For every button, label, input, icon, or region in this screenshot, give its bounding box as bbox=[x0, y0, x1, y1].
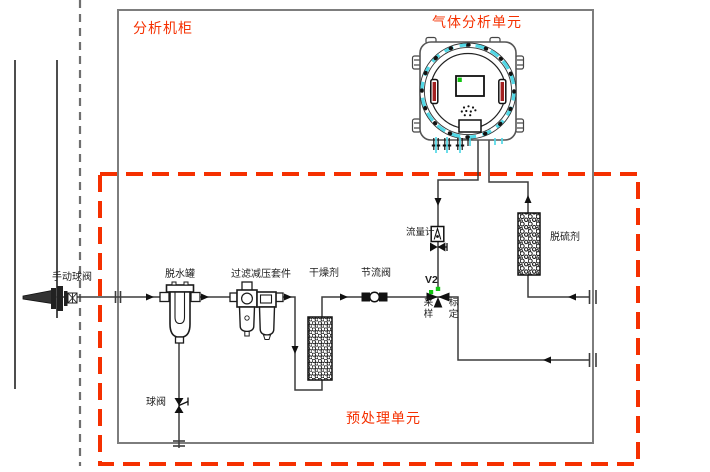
sampling-label: 采样 bbox=[421, 297, 433, 320]
pipe-analyzer-outlet bbox=[488, 140, 529, 213]
bulkhead-fittings bbox=[114, 290, 597, 447]
analyzer-name-plate bbox=[458, 119, 482, 133]
flow-arrow bbox=[201, 293, 209, 301]
dehydration-tank-label: 脱水罐 bbox=[165, 269, 195, 280]
v2-valve-label: V2 bbox=[425, 274, 438, 286]
flow-arrow bbox=[543, 356, 551, 364]
pipe-desulfurizer-out bbox=[527, 275, 590, 298]
flow-arrow bbox=[340, 293, 348, 301]
flow-meter bbox=[430, 225, 445, 243]
gas-analysis-unit-label: 气体分析单元 bbox=[432, 14, 522, 30]
flow-arrow bbox=[434, 198, 442, 206]
calibration-label: 标定 bbox=[446, 297, 458, 320]
bulkhead-fitting bbox=[588, 290, 597, 304]
gas-analyzer-device bbox=[411, 36, 525, 153]
sample-probe bbox=[22, 286, 78, 311]
pretreatment-unit-label: 预处理单元 bbox=[346, 410, 421, 426]
drain-ball-valve bbox=[174, 397, 189, 413]
needle-valve bbox=[430, 242, 448, 252]
throttle-valve-label: 节流阀 bbox=[361, 268, 391, 279]
pretreatment-unit-border bbox=[98, 172, 640, 466]
flow-arrow bbox=[291, 346, 299, 354]
desiccant-label: 干燥剂 bbox=[309, 268, 339, 279]
analyzer-speaker-dots bbox=[460, 105, 477, 117]
dehydration-tank bbox=[159, 281, 201, 344]
analyzer-display bbox=[455, 75, 485, 97]
pipe-analyzer-inlet bbox=[437, 140, 479, 290]
desulfurizer-label: 脱硫剂 bbox=[550, 232, 580, 243]
bulkhead-fitting bbox=[114, 291, 122, 303]
desulfurizer-column bbox=[517, 212, 541, 276]
analyzer-cable-glands bbox=[431, 137, 503, 153]
flow-arrow bbox=[146, 293, 154, 301]
cabinet-label: 分析机柜 bbox=[133, 20, 193, 36]
drain-ball-valve-label: 球阀 bbox=[146, 397, 166, 408]
stack-wall-lines bbox=[14, 60, 58, 389]
analyzer-ring-bolts bbox=[420, 43, 516, 139]
pipe-desiccant-out bbox=[321, 296, 590, 361]
bulkhead-fitting bbox=[173, 440, 185, 447]
filter-regulator-kit bbox=[229, 281, 284, 340]
flow-arrows bbox=[146, 195, 576, 364]
flow-arrow bbox=[284, 293, 292, 301]
throttle-valve bbox=[361, 291, 388, 303]
flow-arrow bbox=[524, 195, 532, 203]
valve-v2 bbox=[426, 286, 450, 308]
manual-ball-valve-label: 手动球阀 bbox=[52, 272, 92, 283]
bulkhead-fitting bbox=[588, 353, 597, 367]
analyzer-handles bbox=[430, 78, 507, 105]
pipe-lines bbox=[23, 140, 590, 448]
flow-arrow bbox=[568, 293, 576, 301]
flow-meter-label: 流量计 bbox=[406, 227, 435, 238]
analysis-cabinet-border bbox=[117, 9, 594, 444]
desiccant-column bbox=[307, 316, 333, 381]
filter-kit-label: 过滤减压套件 bbox=[231, 269, 291, 280]
analyzer-indicator-led bbox=[457, 77, 462, 82]
